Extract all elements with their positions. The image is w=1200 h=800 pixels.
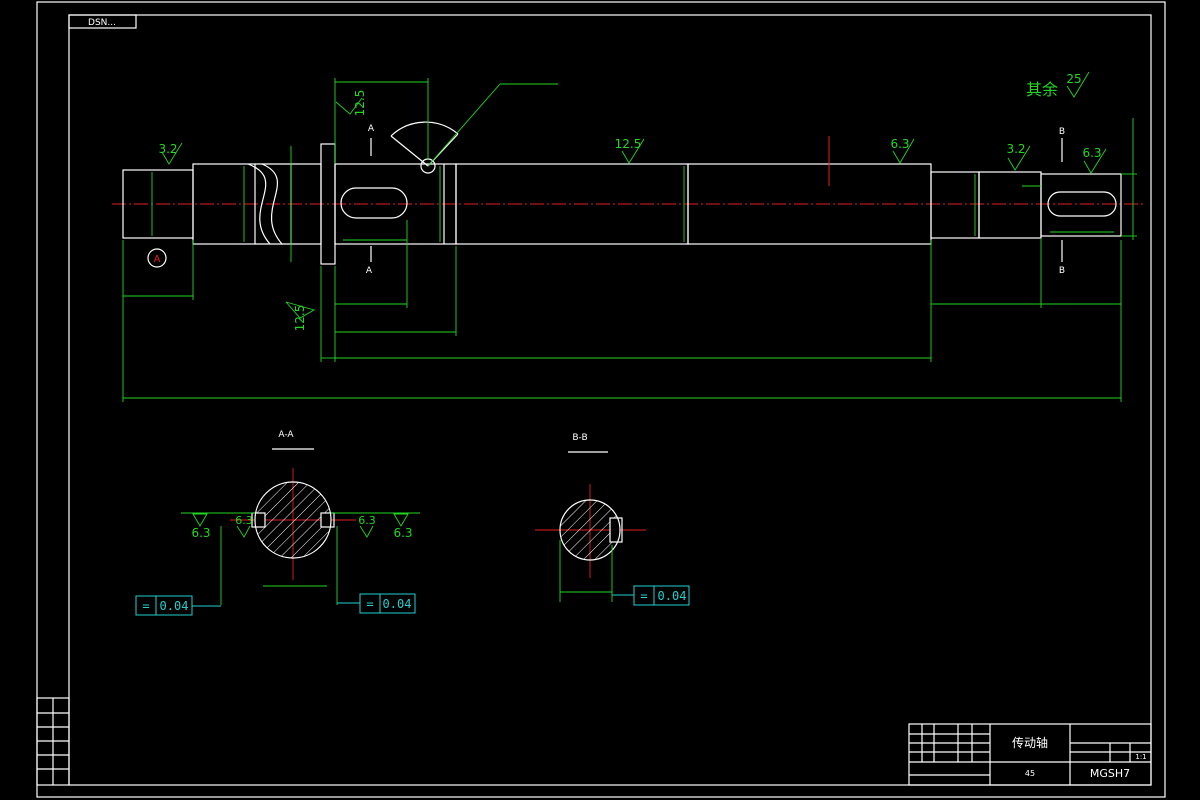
svg-text:6.3: 6.3 — [1082, 146, 1101, 160]
svg-text:12.5: 12.5 — [615, 137, 642, 151]
section-cuts — [370, 138, 1063, 262]
roughness-symbol-left-end — [161, 142, 183, 165]
roughness-symbol-right-shaft — [892, 138, 915, 164]
svg-text:6.3: 6.3 — [890, 137, 909, 151]
break-line-2 — [261, 163, 283, 245]
svg-text:6.3: 6.3 — [191, 526, 210, 540]
id-stamp-box — [68, 14, 137, 29]
tolerance-aa-left: = 0.04 — [135, 595, 221, 616]
svg-text:3.2: 3.2 — [158, 142, 177, 156]
material-mark: 45 — [1025, 769, 1035, 778]
title-block: 传动轴 45 1:1 MGSH7 — [908, 723, 1152, 786]
keyway-right — [1047, 191, 1117, 217]
shaft-journal-right — [978, 171, 1042, 239]
roughness-symbol-right-key — [1083, 148, 1107, 174]
svg-text:0.04: 0.04 — [160, 599, 189, 613]
inner-frame — [68, 14, 1152, 786]
drawing-code: MGSH7 — [1090, 767, 1130, 780]
tolerance-bb: = 0.04 — [612, 585, 690, 606]
scale: 1:1 — [1135, 753, 1146, 761]
section-label-a-bottom: A — [366, 266, 373, 276]
keyway-left — [340, 187, 408, 219]
detail-arc — [390, 121, 459, 137]
shaft-step-right — [930, 171, 980, 239]
section-bb-title: B-B — [572, 433, 587, 443]
datum-a-circle — [147, 248, 167, 268]
tolerance-aa-right: = 0.04 — [337, 593, 416, 614]
side-table — [36, 697, 70, 786]
svg-text:0.04: 0.04 — [658, 589, 687, 603]
roughness-symbol-other — [1066, 71, 1090, 98]
shaft-right-end — [1040, 173, 1122, 237]
svg-text:=: = — [142, 599, 149, 613]
svg-text:6.3: 6.3 — [358, 514, 376, 527]
svg-text:12.5: 12.5 — [353, 90, 367, 117]
section-label-b-top: B — [1059, 127, 1065, 137]
svg-text:6.3: 6.3 — [393, 526, 412, 540]
roughness-symbol-lower-flange — [285, 301, 316, 319]
part-name: 传动轴 — [1012, 735, 1048, 750]
section-bb: B-B — [535, 433, 646, 602]
svg-text:0.04: 0.04 — [383, 597, 412, 611]
svg-text:25: 25 — [1066, 72, 1081, 86]
section-label-b-bottom: B — [1059, 266, 1065, 276]
section-aa: A-A 6.3 6.3 6.3 6.3 — [181, 430, 420, 605]
break-line-1 — [247, 163, 271, 245]
svg-text:12.5: 12.5 — [293, 305, 307, 332]
outer-frame — [36, 1, 1166, 798]
roughness-symbol-upper-flange — [335, 97, 363, 115]
roughness-symbol-mid-shaft — [621, 138, 645, 164]
id-stamp-text: DSN... — [88, 18, 116, 28]
leader-oil-hole — [427, 83, 501, 167]
roughness-symbol-right-journal — [1007, 145, 1031, 171]
roughness-symbols: 3.2 12.5 12.5 12.5 6.3 3.2 6.3 25 其余 — [158, 71, 1107, 332]
section-aa-title: A-A — [278, 430, 294, 440]
shaft-outline — [122, 143, 1122, 265]
shaft-step-1 — [192, 163, 256, 245]
svg-text:=: = — [366, 597, 373, 611]
dimensions — [122, 78, 1137, 402]
svg-text:3.2: 3.2 — [1006, 142, 1025, 156]
datum-a-label: A — [154, 254, 161, 265]
section-label-a-top: A — [368, 124, 375, 134]
roughness-note-other: 其余 — [1026, 80, 1058, 99]
svg-text:=: = — [640, 589, 647, 603]
svg-text:6.3: 6.3 — [235, 514, 253, 527]
